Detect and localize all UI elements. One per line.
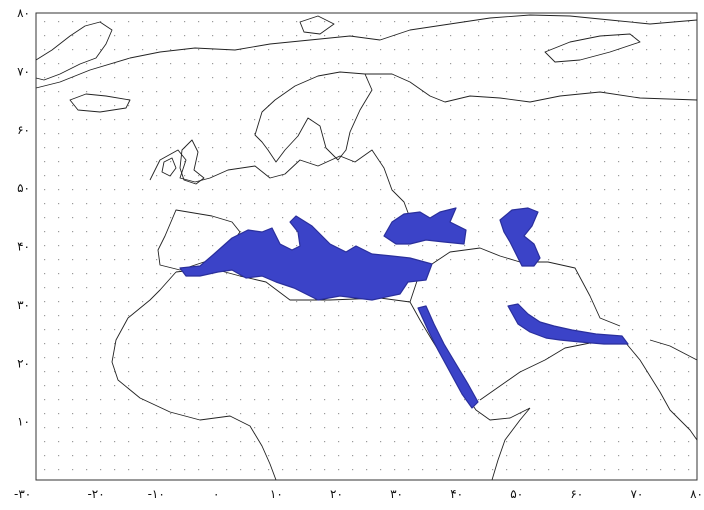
highlighted-seas <box>179 207 629 409</box>
x-tick-label: ۳۰ <box>390 487 403 501</box>
coastline-greenland <box>35 21 113 81</box>
x-tick-label: -۳۰ <box>14 487 31 501</box>
y-tick-label: ۳۰ <box>17 298 30 312</box>
coastline-britain <box>161 139 205 185</box>
y-tick-label: ۲۰ <box>17 356 30 370</box>
y-tick-label: ۷۰ <box>17 64 30 78</box>
x-tick-label: ۷۰ <box>630 487 643 501</box>
x-tick-label: ۱۰ <box>270 487 283 501</box>
x-tick-label: ۰ <box>213 487 219 501</box>
y-tick-label: ۶۰ <box>17 123 30 137</box>
mediterranean-sea-region <box>179 215 433 301</box>
x-tick-label: ۴۰ <box>450 487 463 501</box>
y-tick-label: ۱۰ <box>17 415 30 429</box>
x-tick-label: -۱۰ <box>148 487 165 501</box>
red-sea-region <box>417 305 479 409</box>
coastline-arctic-islands <box>299 15 641 63</box>
y-tick-label: ۵۰ <box>17 181 30 195</box>
y-tick-label: ۴۰ <box>17 240 30 254</box>
x-tick-label: -۲۰ <box>87 487 104 501</box>
y-tick-label: ۸۰ <box>17 6 30 20</box>
persian-gulf-region <box>507 303 629 345</box>
x-axis-tick-labels: -۳۰ -۲۰ -۱۰ ۰ ۱۰ ۲۰ ۳۰ ۴۰ ۵۰ ۶۰ ۷۰ ۸۰ <box>14 487 703 501</box>
coastline-europe <box>35 14 698 271</box>
black-sea-region <box>383 207 467 245</box>
x-tick-label: ۵۰ <box>510 487 523 501</box>
x-tick-label: ۲۰ <box>330 487 343 501</box>
plot-frame <box>35 12 698 481</box>
caspian-sea-region <box>499 207 541 267</box>
x-tick-label: ۸۰ <box>690 487 703 501</box>
x-tick-label: ۶۰ <box>570 487 583 501</box>
y-axis-tick-labels: ۸۰ ۷۰ ۶۰ ۵۰ ۴۰ ۳۰ ۲۰ ۱۰ <box>17 6 30 429</box>
coastline-iceland <box>69 93 131 113</box>
